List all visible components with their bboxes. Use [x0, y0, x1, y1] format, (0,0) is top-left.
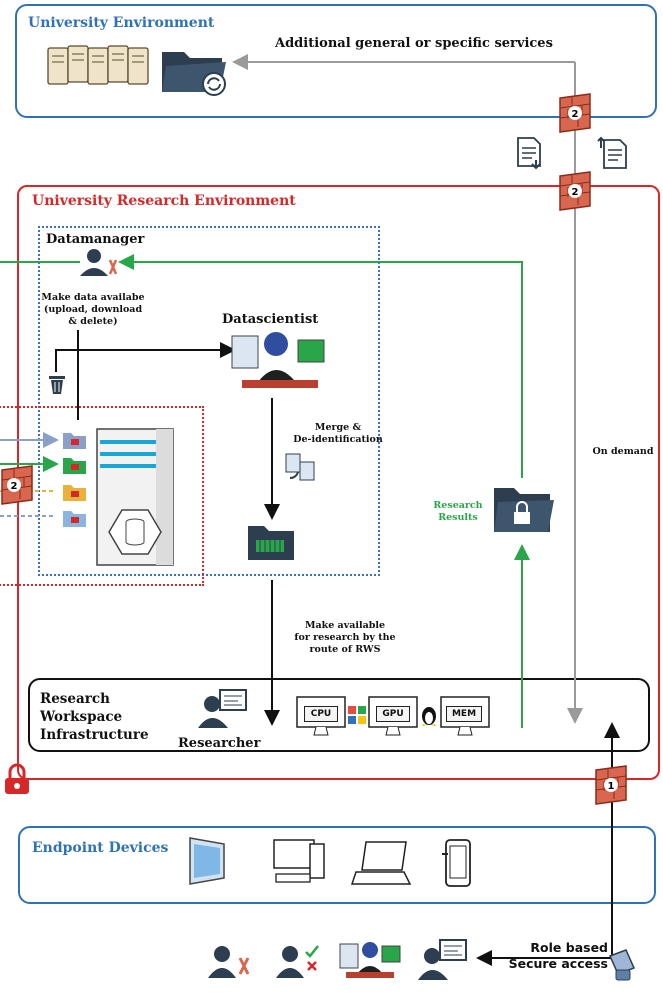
- folder-icon: [63, 511, 86, 527]
- datamanager-person-icon: [80, 249, 118, 276]
- documents-merge-icon: [285, 453, 315, 481]
- dataset-folder-icon: [248, 526, 294, 560]
- svg-text:2: 2: [572, 109, 579, 120]
- folder-icon: [63, 485, 86, 501]
- research-results-label: Research Results: [433, 500, 483, 523]
- red-lock-icon: [5, 763, 29, 794]
- firewall-icon: 1: [595, 765, 627, 805]
- researcher-label: Researcher: [178, 736, 261, 751]
- firewall-icon: 2: [559, 171, 591, 211]
- gpu-chip: GPU: [376, 706, 410, 722]
- firewall-icon: 2: [1, 465, 33, 505]
- role-based-access-label: Role based Secure access: [508, 940, 608, 971]
- servers-icon: [47, 45, 149, 85]
- locked-folder-icon: [494, 488, 554, 532]
- folder-icon: [63, 433, 86, 449]
- make-available-label: Make available for research by the route…: [294, 620, 396, 655]
- datamanager-to-datascientist: [55, 342, 236, 372]
- datamanager-zone: [38, 226, 380, 576]
- researcher-role-icon: [418, 939, 467, 980]
- approver-role-icon: [276, 945, 319, 978]
- cpu-chip: CPU: [304, 706, 338, 722]
- folder-sync-icon: [162, 52, 226, 96]
- datascientist-title: Datascientist: [222, 312, 319, 327]
- university-environment-box: [15, 4, 657, 118]
- datascientist-role-icon: [339, 942, 401, 978]
- storage-zone: [0, 406, 204, 586]
- security-key-icon: [608, 949, 636, 981]
- on-demand-label: On demand: [592, 446, 654, 457]
- additional-services-label: Additional general or specific services: [275, 36, 553, 51]
- rwi-title: Research Workspace Infrastructure: [40, 691, 149, 743]
- rwi-box: [28, 678, 650, 752]
- folder-icon: [63, 458, 86, 474]
- datamanager-caption: Make data availabe (upload, download & d…: [41, 292, 145, 327]
- endpoint-devices-box: [18, 826, 656, 904]
- database-storage-icon: [96, 428, 174, 566]
- document-download-icon: [517, 137, 541, 170]
- endpoint-devices-title: Endpoint Devices: [32, 840, 169, 856]
- svg-text:2: 2: [572, 187, 579, 198]
- researcher-icon: [198, 689, 247, 728]
- university-environment-title: University Environment: [28, 15, 215, 31]
- laptop-icon: [350, 841, 412, 885]
- desktop-computer-icon: [273, 839, 325, 883]
- svg-text:2: 2: [11, 481, 18, 492]
- windows-icon: [348, 706, 366, 724]
- datamanager-title: Datamanager: [46, 232, 145, 247]
- datamanager-role-icon: [208, 946, 250, 978]
- results-to-datamanager: [118, 254, 523, 478]
- tablet-screen-icon: [189, 837, 225, 885]
- research-environment-title: University Research Environment: [32, 193, 296, 209]
- linux-icon: [422, 707, 436, 726]
- smartphone-icon: [442, 839, 471, 887]
- datascientist-icon: [231, 332, 325, 388]
- trash-icon: [49, 376, 65, 394]
- firewall-icon: 2: [559, 93, 591, 133]
- mem-chip: MEM: [446, 706, 482, 722]
- merge-label: Merge & De-identification: [293, 422, 383, 445]
- document-upload-icon: [597, 136, 627, 169]
- svg-text:1: 1: [608, 781, 615, 792]
